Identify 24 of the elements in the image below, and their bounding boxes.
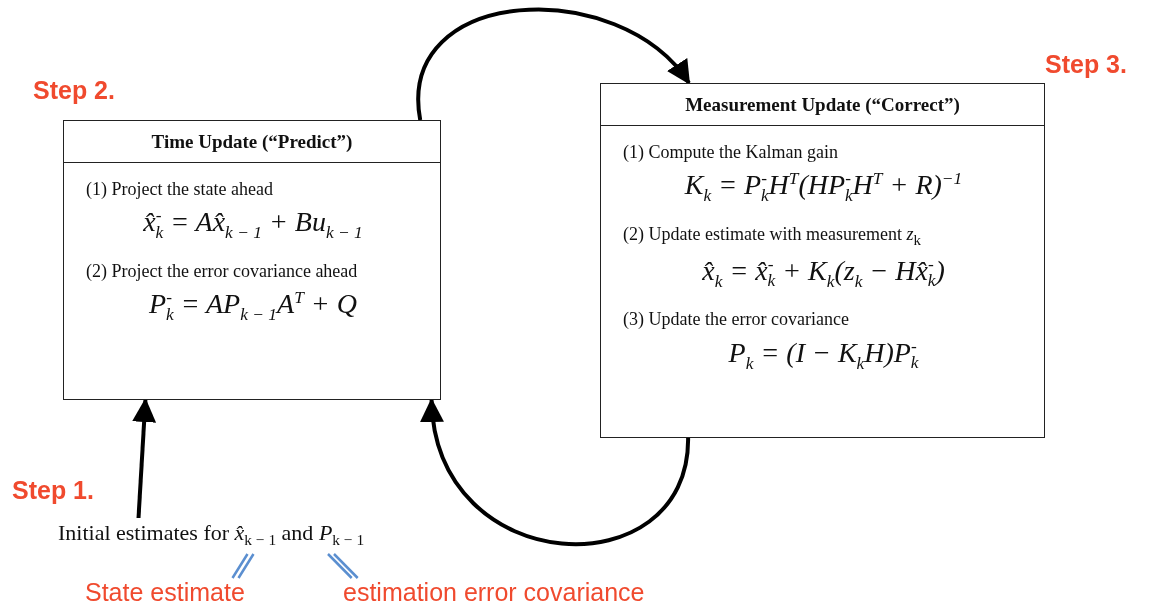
step-description: (2) Project the error covariance ahead (86, 260, 359, 282)
arrow (422, 398, 691, 546)
equation: x̂$_{k}$ = x̂$^{-}$$_{k}$ + K$_{k}$(z$_{k}$ − Hx̂$^{-}$$_{k}$) (701, 254, 946, 292)
equation: x̂$^{-}$$_{k}$ = Ax̂$_{k − 1}$ + Bu$_{k − 1}$ (142, 206, 364, 243)
step-label: Step 1. (12, 476, 94, 505)
step-description: (3) Update the error covariance (623, 309, 850, 331)
step-description: (2) Update estimate with measurement z$_{k}$ (623, 223, 922, 249)
step-description: (1) Project the state ahead (86, 179, 274, 200)
equation: K$_{k}$ = P$^{-}$$_{k}$H$^{T}$(HP$^{-}$$_{k}$H$^{T}$ + R)$^{−1}$ (683, 169, 964, 206)
annotation-text: State estimate (85, 578, 245, 607)
process-box (600, 83, 1045, 438)
equation: P$^{-}$$_{k}$ = AP$_{k − 1}$A$^{T}$ + Q (148, 287, 358, 325)
initial-estimates-text: Initial estimates for x̂$_{k − 1}$ and P$_{k − 1}$ (58, 518, 408, 554)
step-label: Step 2. (33, 76, 115, 105)
step-label: Step 3. (1045, 50, 1127, 79)
arrow (416, 8, 691, 121)
arrow (231, 552, 255, 580)
annotation-text: estimation error covariance (343, 578, 645, 607)
arrow (132, 398, 157, 519)
process-box (63, 120, 441, 400)
step-description: (1) Compute the Kalman gain (623, 142, 839, 163)
arrow (326, 552, 359, 580)
box-title: Time Update (“Predict”) (64, 121, 440, 163)
box-title: Measurement Update (“Correct”) (601, 84, 1044, 126)
